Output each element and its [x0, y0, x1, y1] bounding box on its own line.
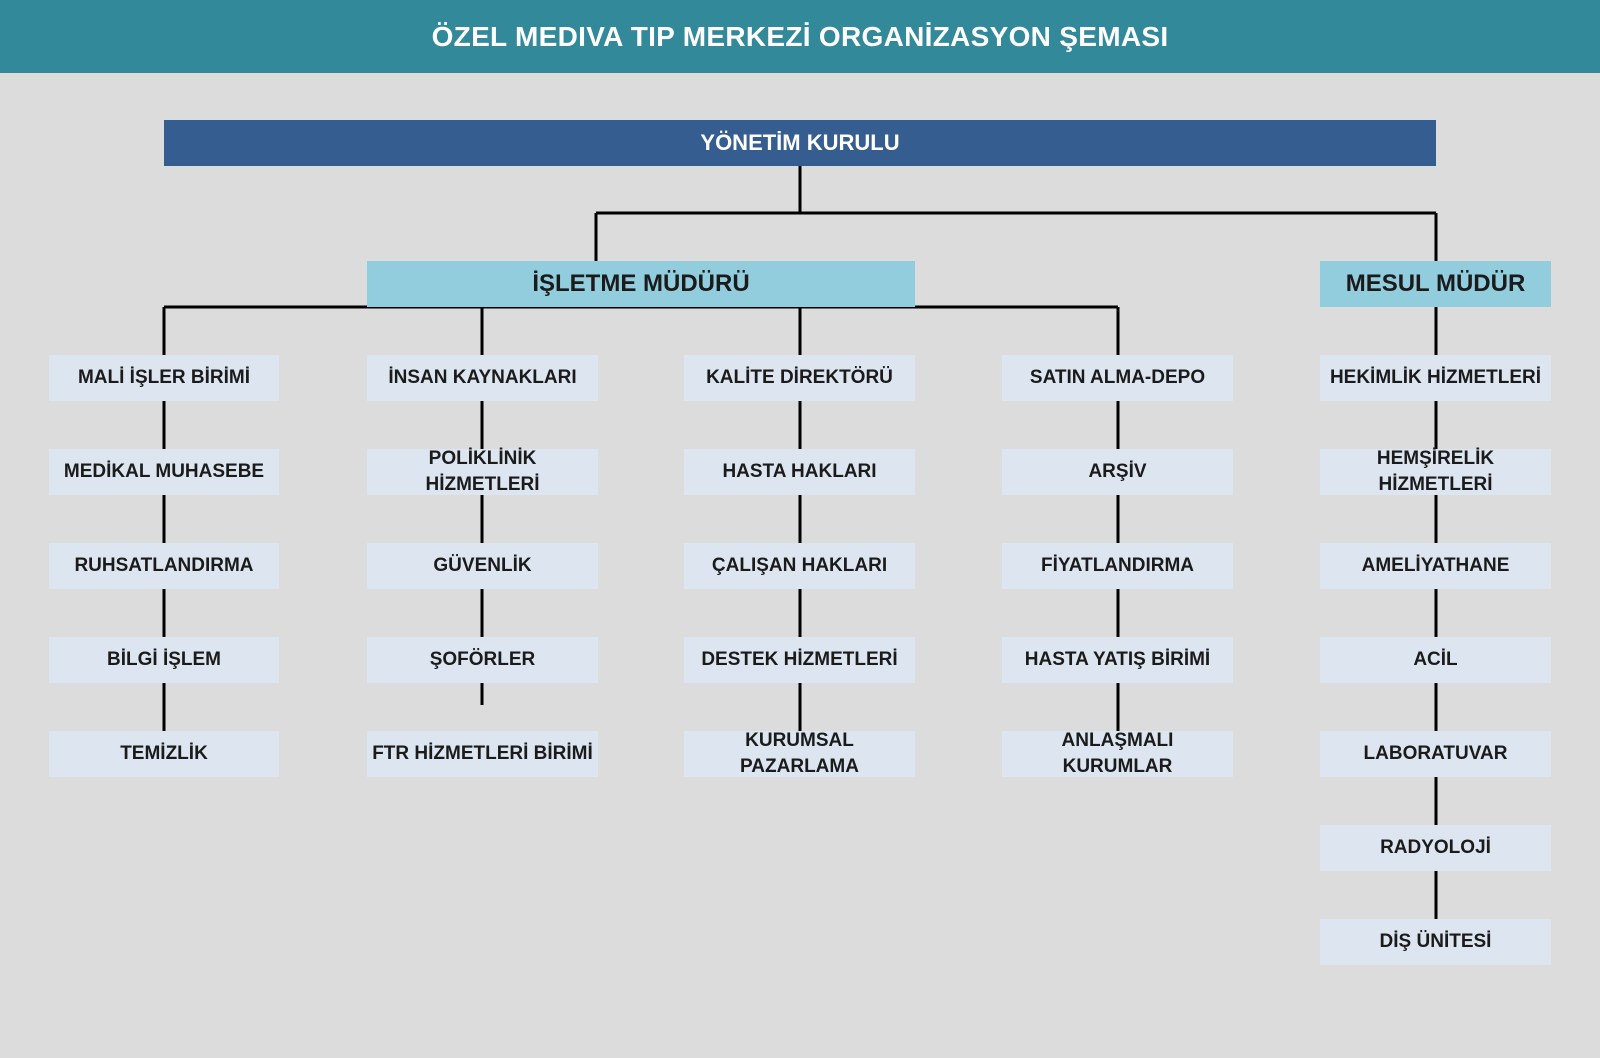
unit-label: RUHSATLANDIRMA	[74, 555, 254, 577]
unit-label: POLİKLİNİK HİZMETLERİ	[425, 448, 540, 495]
responsible-manager-box: MESUL MÜDÜR	[1320, 261, 1551, 307]
unit-box: RUHSATLANDIRMA	[49, 543, 279, 589]
unit-box: BİLGİ İŞLEM	[49, 637, 279, 683]
unit-label: ARŞİV	[1088, 461, 1147, 483]
chart-title: ÖZEL MEDIVA TIP MERKEZİ ORGANİZASYON ŞEM…	[431, 20, 1169, 52]
unit-box: ŞOFÖRLER	[367, 637, 598, 683]
unit-label: ANLAŞMALI KURUMLAR	[1061, 730, 1174, 777]
unit-box: HASTA HAKLARI	[684, 449, 915, 495]
unit-label: GÜVENLİK	[433, 555, 532, 577]
unit-label: HASTA HAKLARI	[722, 461, 877, 483]
unit-label: FİYATLANDIRMA	[1040, 555, 1195, 577]
unit-box: MALİ İŞLER BİRİMİ	[49, 355, 279, 401]
operations-manager-label: İŞLETME MÜDÜRÜ	[532, 269, 750, 297]
unit-label: SATIN ALMA-DEPO	[1029, 367, 1206, 389]
unit-box: FTR HİZMETLERİ BİRİMİ	[367, 731, 598, 777]
unit-label: HASTA YATIŞ BİRİMİ	[1024, 649, 1211, 671]
unit-box: FİYATLANDIRMA	[1002, 543, 1233, 589]
unit-label: AMELİYATHANE	[1361, 555, 1510, 577]
unit-box: MEDİKAL MUHASEBE	[49, 449, 279, 495]
unit-box: POLİKLİNİK HİZMETLERİ	[367, 448, 598, 495]
unit-box: HASTA YATIŞ BİRİMİ	[1002, 637, 1233, 683]
unit-box: SATIN ALMA-DEPO	[1002, 355, 1233, 401]
unit-label: ÇALIŞAN HAKLARI	[711, 555, 888, 577]
unit-label: HEKİMLİK HİZMETLERİ	[1329, 367, 1542, 389]
operations-manager-box: İŞLETME MÜDÜRÜ	[367, 261, 915, 307]
unit-label: ACİL	[1413, 649, 1458, 671]
unit-label: HEMŞİRELİK HİZMETLERİ	[1376, 448, 1495, 495]
unit-label: ŞOFÖRLER	[429, 649, 536, 671]
unit-box: ÇALIŞAN HAKLARI	[684, 543, 915, 589]
unit-label: İNSAN KAYNAKLARI	[388, 367, 577, 389]
unit-box: HEMŞİRELİK HİZMETLERİ	[1320, 448, 1551, 495]
board-label: YÖNETİM KURULU	[700, 130, 900, 156]
unit-label: KALİTE DİREKTÖRÜ	[706, 367, 893, 389]
unit-box: ARŞİV	[1002, 449, 1233, 495]
unit-box: ANLAŞMALI KURUMLAR	[1002, 730, 1233, 777]
unit-label: FTR HİZMETLERİ BİRİMİ	[372, 743, 593, 765]
unit-label: MEDİKAL MUHASEBE	[63, 461, 265, 483]
unit-box: KALİTE DİREKTÖRÜ	[684, 355, 915, 401]
unit-box: AMELİYATHANE	[1320, 543, 1551, 589]
title-bar: ÖZEL MEDIVA TIP MERKEZİ ORGANİZASYON ŞEM…	[0, 0, 1600, 73]
unit-box: ACİL	[1320, 637, 1551, 683]
responsible-manager-label: MESUL MÜDÜR	[1345, 269, 1526, 297]
unit-box: DESTEK HİZMETLERİ	[684, 637, 915, 683]
unit-box: KURUMSAL PAZARLAMA	[684, 730, 915, 777]
unit-label: MALİ İŞLER BİRİMİ	[77, 367, 251, 389]
unit-label: RADYOLOJİ	[1380, 837, 1491, 859]
unit-box: GÜVENLİK	[367, 543, 598, 589]
unit-label: LABORATUVAR	[1363, 743, 1508, 765]
unit-box: DİŞ ÜNİTESİ	[1320, 919, 1551, 965]
unit-label: TEMİZLİK	[120, 743, 208, 765]
board-box: YÖNETİM KURULU	[164, 120, 1436, 166]
unit-box: LABORATUVAR	[1320, 731, 1551, 777]
unit-label: DESTEK HİZMETLERİ	[701, 649, 898, 671]
unit-box: RADYOLOJİ	[1320, 825, 1551, 871]
unit-box: TEMİZLİK	[49, 731, 279, 777]
unit-box: İNSAN KAYNAKLARI	[367, 355, 598, 401]
unit-label: BİLGİ İŞLEM	[107, 649, 221, 671]
unit-label: DİŞ ÜNİTESİ	[1379, 931, 1492, 953]
unit-box: HEKİMLİK HİZMETLERİ	[1320, 355, 1551, 401]
unit-label: KURUMSAL PAZARLAMA	[740, 730, 859, 777]
